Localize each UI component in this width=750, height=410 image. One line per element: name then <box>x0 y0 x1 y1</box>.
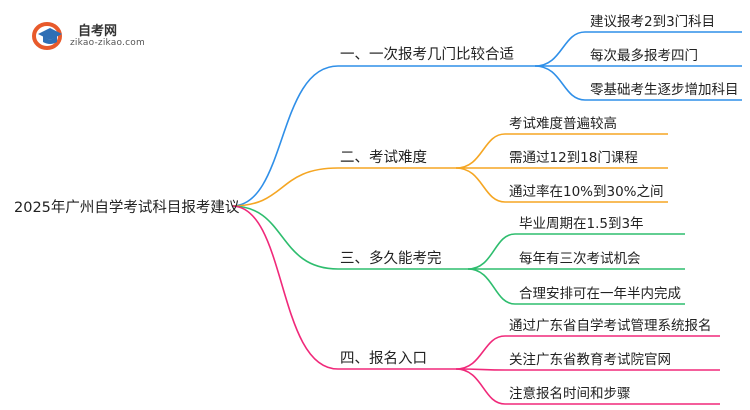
branch-2: 二、考试难度 <box>340 150 427 166</box>
leaf-3-2: 每年有三次考试机会 <box>519 251 641 267</box>
connector-branch-3-leaf-1 <box>467 233 516 270</box>
logo-title: 自考网 <box>78 24 118 39</box>
connector-root-branch-2 <box>231 167 339 207</box>
root-node: 2025年广州自学考试科目报考建议 <box>14 200 240 216</box>
leaf-4-1: 通过广东省自学考试管理系统报名 <box>509 318 712 334</box>
connector-branch-1-leaf-3 <box>534 65 586 101</box>
graduation-cap-icon <box>32 22 62 50</box>
connector-root-branch-1 <box>231 65 339 207</box>
connector-root-branch-4 <box>231 205 339 370</box>
leaf-1-2: 每次最多报考四门 <box>590 48 698 64</box>
site-logo: 自考网 zikao-zikao.com <box>32 18 162 52</box>
logo-subtitle: zikao-zikao.com <box>70 38 145 48</box>
leaf-1-3: 零基础考生逐步增加科目 <box>590 82 739 98</box>
leaf-4-3: 注意报名时间和步骤 <box>509 386 631 402</box>
connector-branch-1-leaf-1 <box>534 31 586 67</box>
connector-branch-4-leaf-3 <box>455 368 506 405</box>
leaf-2-3: 通过率在10%到30%之间 <box>509 184 664 200</box>
connector-branch-2-leaf-3 <box>455 167 506 203</box>
leaf-1-1: 建议报考2到3门科目 <box>590 14 716 30</box>
leaf-3-1: 毕业周期在1.5到3年 <box>519 216 644 232</box>
connector-branch-3-leaf-3 <box>467 268 516 305</box>
leaf-3-3: 合理安排可在一年半内完成 <box>519 286 681 302</box>
connector-root-branch-3 <box>231 205 339 270</box>
branch-4: 四、报名入口 <box>340 351 427 367</box>
branch-3: 三、多久能考完 <box>340 251 442 267</box>
connector-branch-4-leaf-1 <box>455 335 506 370</box>
leaf-2-1: 考试难度普遍较高 <box>509 116 617 132</box>
leaf-4-2: 关注广东省教育考试院官网 <box>509 352 671 368</box>
branch-1: 一、一次报考几门比较合适 <box>340 47 514 63</box>
leaf-2-2: 需通过12到18门课程 <box>509 150 638 166</box>
connector-branch-2-leaf-1 <box>455 133 506 169</box>
